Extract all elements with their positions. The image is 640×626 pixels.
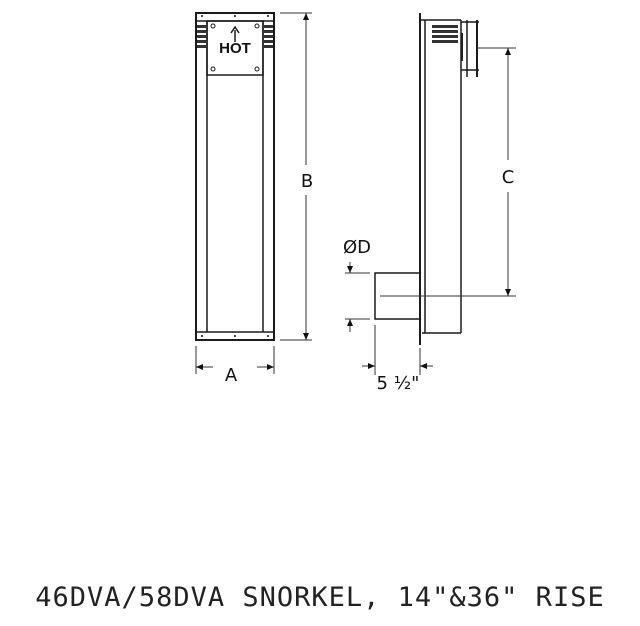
front-view: HOT B <box>195 12 313 386</box>
dimension-b <box>280 12 312 341</box>
side-louver <box>432 25 458 43</box>
louver-right <box>264 25 273 48</box>
hot-warning-plate <box>206 20 264 76</box>
hot-label: HOT <box>219 40 251 57</box>
dimension-d <box>345 262 370 332</box>
dimension-a <box>195 346 275 374</box>
dimension-depth <box>362 325 433 375</box>
dimension-depth-label: 5 ½" <box>377 373 420 394</box>
drawing-title: 46DVA/58DVA SNORKEL, 14"&36" RISE <box>35 582 605 613</box>
dimension-a-label: A <box>225 365 238 386</box>
side-view: C ØD 5 ½" <box>343 13 516 394</box>
dimension-b-label: B <box>301 171 313 192</box>
arrow-up-icon <box>230 25 240 42</box>
louver-left <box>197 25 206 48</box>
dimension-d-label: ØD <box>343 237 371 258</box>
dimension-c <box>380 47 516 297</box>
dimension-c-label: C <box>502 167 515 188</box>
